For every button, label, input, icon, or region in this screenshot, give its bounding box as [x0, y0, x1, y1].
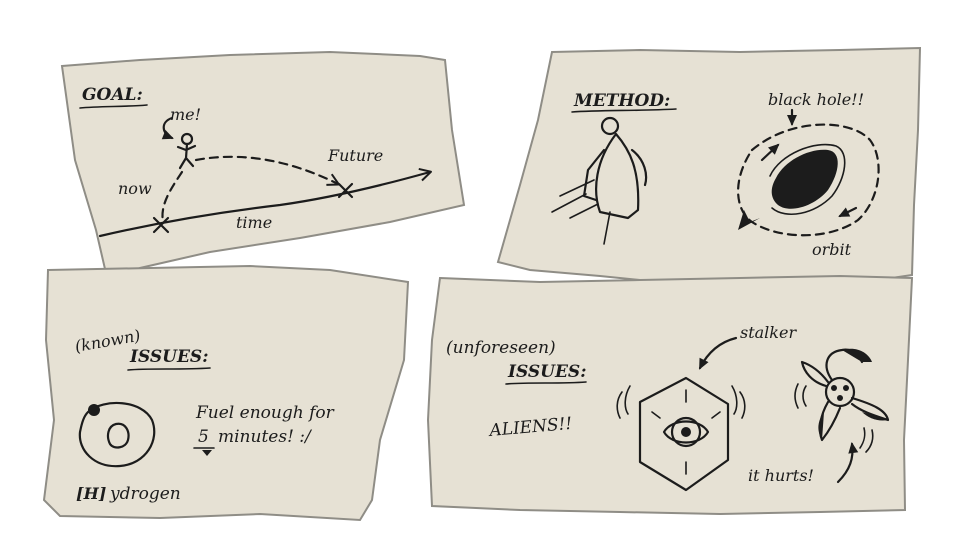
fuel-text-line1: Fuel enough for [195, 403, 335, 423]
unforeseen-prefix: (unforeseen) [446, 338, 556, 358]
eye-alien-icon [616, 376, 746, 492]
known-heading-underline [127, 367, 211, 371]
future-marker-icon [337, 182, 354, 199]
unforeseen-issues-panel: (unforeseen) ISSUES: ALIENS!! stalker [426, 274, 914, 516]
stalker-arrow [698, 336, 738, 370]
hydrogen-atom-icon [78, 401, 156, 468]
now-marker-icon [152, 216, 170, 234]
time-arrow [98, 167, 432, 238]
label-me: me! [170, 105, 201, 124]
label-stalker: stalker [740, 323, 797, 342]
orbit-arrow-bottom [838, 206, 858, 218]
label-it-hurts: it hurts! [748, 466, 814, 485]
method-heading-underline [571, 108, 677, 113]
label-future: Future [327, 146, 383, 165]
method-heading: METHOD: [573, 91, 670, 111]
method-panel: METHOD: black hole!! orbit [496, 46, 922, 290]
goal-heading-underline [79, 104, 148, 109]
rocket-icon [551, 116, 648, 245]
goal-heading: GOAL: [82, 85, 143, 105]
element-name: ydrogen [109, 484, 181, 504]
known-issues-paper [42, 264, 410, 522]
small-rocket-icon [738, 210, 760, 230]
unforeseen-issues-heading: ISSUES: [507, 362, 586, 382]
known-issues-heading: ISSUES: [129, 347, 208, 367]
future-dashed-path [194, 155, 340, 186]
label-time: time [236, 213, 272, 232]
it-hurts-arrow [836, 442, 859, 484]
fuel-amount-mark [202, 450, 212, 456]
past-dashed-path [161, 170, 184, 224]
unforeseen-issues-paper [426, 274, 914, 516]
me-arrow [161, 116, 174, 140]
fuel-amount: 5 [198, 427, 209, 447]
black-hole-icon [769, 143, 846, 216]
orbit-arrow-top [760, 143, 780, 162]
fuel-text-line2: minutes! :/ [218, 427, 313, 447]
orbit-path [737, 123, 880, 237]
label-black-hole: black hole!! [768, 90, 864, 109]
label-now: now [118, 179, 152, 198]
label-orbit: orbit [812, 240, 852, 259]
method-paper [496, 46, 922, 290]
known-issues-panel: (known) ISSUES: Fuel enough for 5 minute… [42, 264, 410, 522]
blade-alien-icon [794, 348, 890, 453]
stick-figure-icon [176, 132, 197, 170]
goal-panel: GOAL: me! Future now time [60, 50, 466, 284]
unforeseen-heading-underline [505, 381, 587, 385]
element-symbol: [H] [76, 484, 106, 503]
